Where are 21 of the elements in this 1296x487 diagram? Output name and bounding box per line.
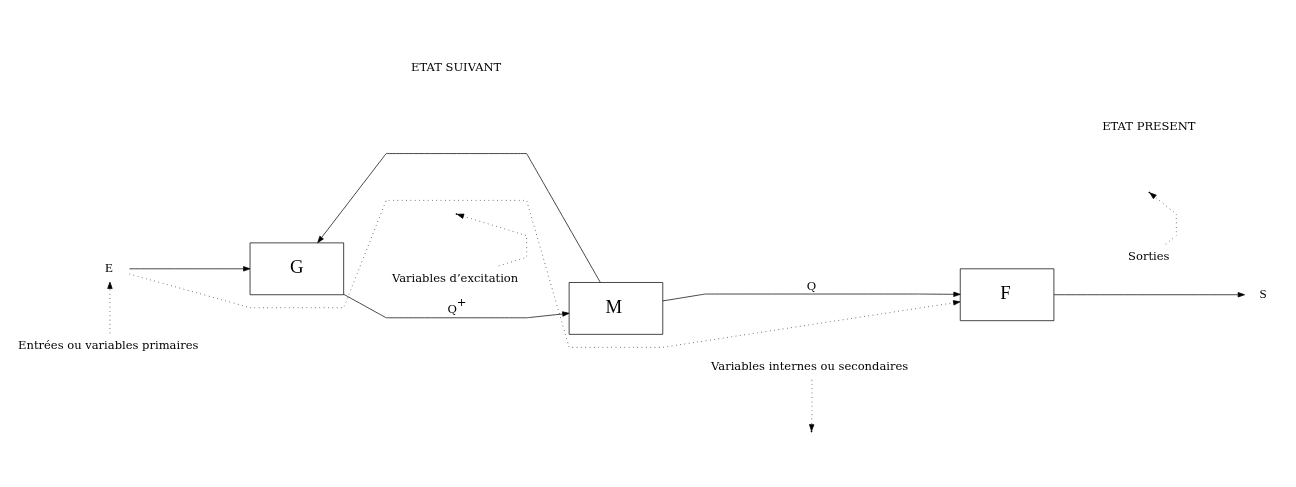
node-box: M [568,282,664,335]
arrow [129,266,251,272]
node-box: F [959,268,1055,322]
node-text: Variables d’excitation [391,270,519,285]
node-box: G [249,242,345,296]
arrow [1053,292,1245,298]
node-text: E [104,259,113,275]
arrow [317,153,601,283]
arrow [456,213,527,267]
edge-label: Q [806,279,817,294]
node-text: Sorties [1128,249,1170,264]
label: ETAT SUIVANT [411,59,502,74]
node-text: Variables internes ou secondaires [711,358,909,373]
arrow [662,291,961,302]
label: ETAT PRESENT [1102,119,1196,134]
arrow [343,293,570,319]
arrow [809,379,815,432]
arrow [107,281,113,334]
node-text: Entrées ou variables primaires [18,338,199,353]
node-text: S [1259,285,1267,301]
arrow [129,200,961,348]
